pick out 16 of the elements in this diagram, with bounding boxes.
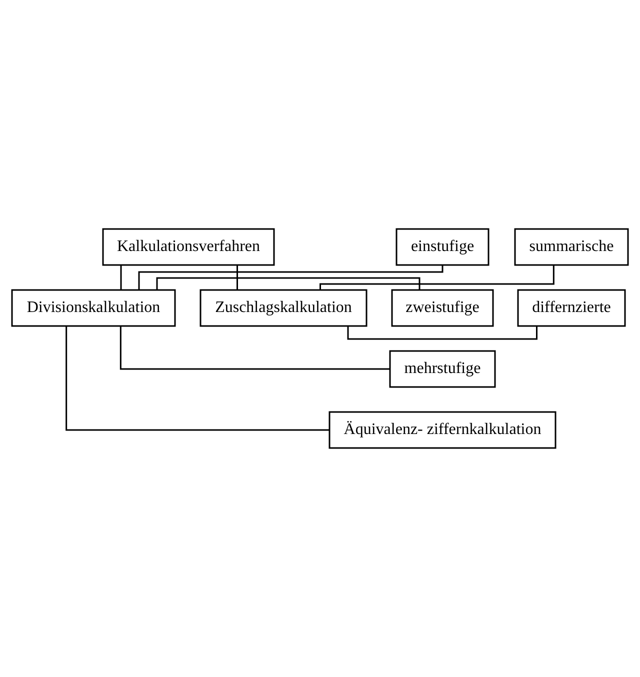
connector (236, 265, 238, 290)
connector (138, 265, 444, 290)
node-box: Zuschlagskalkulation (200, 289, 368, 327)
connector (120, 326, 390, 370)
node-box: zweistufige (391, 289, 494, 327)
node-box: Divisionskalkulation (11, 289, 176, 327)
connector (320, 265, 554, 290)
node-box: mehrstufige (389, 350, 496, 388)
node-box: summarische (514, 228, 629, 266)
node-box: differnzierte (517, 289, 626, 327)
connector (120, 265, 122, 290)
node-box: einstufige (396, 228, 490, 266)
node-box: Äquivalenz- ziffernkalkulation (328, 411, 556, 449)
connector (66, 326, 330, 431)
node-box: Kalkulationsverfahren (102, 228, 275, 266)
connector (156, 277, 420, 290)
